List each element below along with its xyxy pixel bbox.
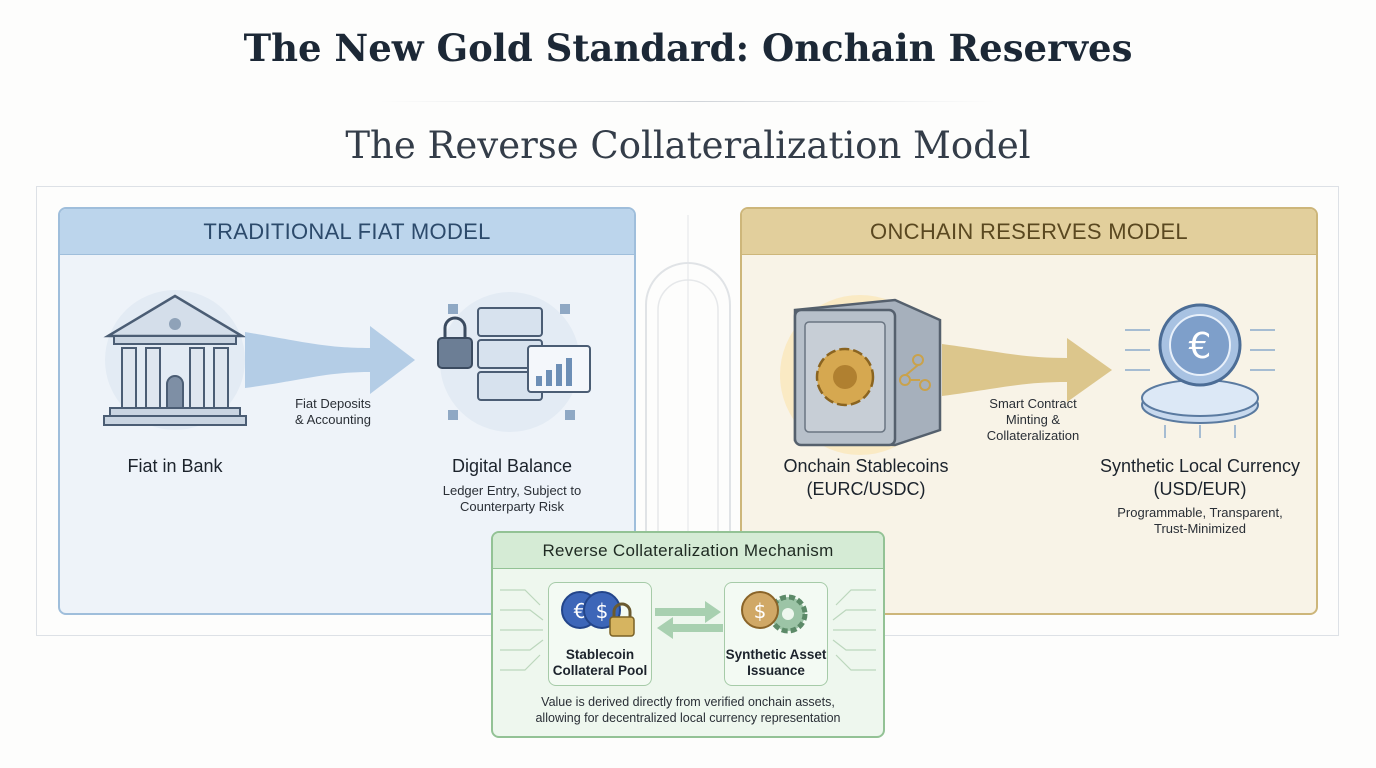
- synthetic-currency-label: Synthetic Local Currency: [1099, 456, 1301, 476]
- onchain-heading: ONCHAIN RESERVES MODEL: [742, 209, 1316, 255]
- onchain-stablecoins-label: Onchain Stablecoins: [783, 456, 949, 476]
- vault-safe-icon: [780, 295, 942, 455]
- digital-balance-label: Digital Balance: [451, 456, 573, 476]
- bank-icon: [103, 290, 247, 430]
- coin-gear-icon: $: [741, 591, 808, 634]
- collateral-pool-label-2: Collateral Pool: [552, 663, 648, 678]
- svg-text:€: €: [1189, 326, 1212, 367]
- svg-text:$: $: [754, 599, 767, 623]
- mechanism-footer-1: Value is derived directly from verified …: [541, 695, 835, 709]
- arrow-right-icon: [245, 326, 415, 394]
- smart-contract-label-1: Smart Contract: [989, 396, 1077, 411]
- synthetic-issuance-label-1: Synthetic Asset: [725, 647, 827, 662]
- svg-text:€: €: [574, 599, 587, 623]
- mechanism-footer-2: allowing for decentralized local currenc…: [535, 711, 841, 725]
- smart-contract-label-3: Collateralization: [986, 428, 1080, 443]
- traditional-fiat-panel: TRADITIONAL FIAT MODEL: [58, 207, 636, 615]
- mechanism-heading: Reverse Collateralization Mechanism: [493, 533, 883, 569]
- bidirectional-arrows-icon: [655, 601, 723, 639]
- smart-contract-label-2: Minting &: [1005, 412, 1061, 427]
- arrow-right-icon-gold: [942, 338, 1112, 402]
- synthetic-issuance-label-2: Issuance: [747, 663, 805, 678]
- traditional-heading: TRADITIONAL FIAT MODEL: [60, 209, 634, 255]
- synthetic-currency-sub-2: Trust-Minimized: [1154, 521, 1246, 536]
- synthetic-currency-codes: (USD/EUR): [1153, 479, 1247, 499]
- divider: [380, 101, 996, 102]
- page-subtitle: The Reverse Collateralization Model: [345, 124, 1031, 167]
- stablecoin-lock-icon: € $: [561, 591, 635, 637]
- page-title: The New Gold Standard: Onchain Reserves: [243, 26, 1133, 70]
- database-ledger-icon: [437, 292, 591, 432]
- fiat-in-bank-label: Fiat in Bank: [127, 456, 223, 476]
- onchain-stablecoins-tickers: (EURC/USDC): [806, 479, 926, 499]
- synthetic-currency-sub-1: Programmable, Transparent,: [1117, 505, 1283, 520]
- arrow-label-line-1: Fiat Deposits: [295, 396, 371, 411]
- circuit-decoration: [500, 589, 876, 671]
- svg-text:$: $: [596, 599, 609, 623]
- collateral-pool-label-1: Stablecoin: [565, 647, 635, 662]
- digital-balance-sub-2: Counterparty Risk: [459, 499, 565, 514]
- arrow-label-line-2: & Accounting: [295, 412, 371, 427]
- euro-coin-icon: €: [1125, 303, 1275, 438]
- digital-balance-sub-1: Ledger Entry, Subject to: [442, 483, 582, 498]
